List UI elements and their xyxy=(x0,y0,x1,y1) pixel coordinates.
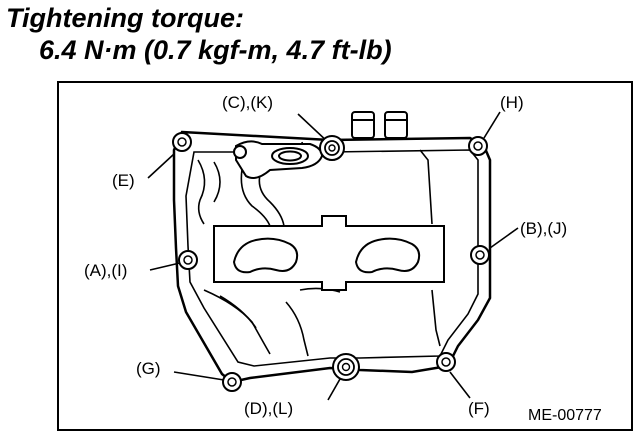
pipe-connectors xyxy=(351,111,408,139)
label-d-l: (D),(L) xyxy=(244,399,293,418)
label-g: (G) xyxy=(136,359,161,378)
bolt-c-k xyxy=(319,135,345,161)
label-a-i: (A),(I) xyxy=(84,261,127,280)
label-c-k: (C),(K) xyxy=(222,93,273,112)
label-e: (E) xyxy=(112,171,135,190)
right-cam-hole xyxy=(354,237,421,274)
bolt-b-j xyxy=(470,245,490,265)
cover-inner-flange xyxy=(185,149,479,367)
torque-value: 6.4 N·m (0.7 kgf-m, 4.7 ft-lb) xyxy=(39,35,392,65)
oil-filler-fitting xyxy=(233,140,324,179)
label-f: (F) xyxy=(468,399,490,418)
figure-frame xyxy=(57,81,633,431)
bolt-e xyxy=(172,132,192,152)
label-h: (H) xyxy=(500,93,524,112)
center-panel xyxy=(213,215,445,291)
torque-heading: Tightening torque: 6.4 N·m (0.7 kgf-m, 4… xyxy=(6,2,392,66)
bolt-a-i xyxy=(178,250,198,270)
bolt-h xyxy=(468,136,488,156)
bolt-f xyxy=(436,352,456,372)
left-cam-hole xyxy=(232,237,299,274)
label-b-j: (B),(J) xyxy=(520,219,567,238)
torque-title: Tightening torque: xyxy=(6,3,244,33)
figure-code: ME-00777 xyxy=(528,407,602,424)
bolt-g xyxy=(222,372,242,392)
bolt-d-l xyxy=(332,353,360,381)
